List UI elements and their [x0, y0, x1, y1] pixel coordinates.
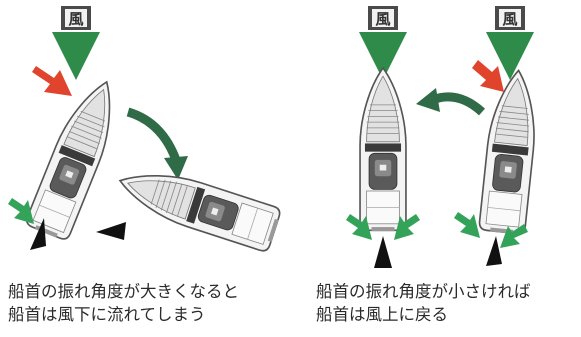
caption-left-line-2: 船首は風下に流れてしまう — [8, 305, 206, 324]
wind-arrow-icon — [52, 32, 100, 80]
wind-indicator-right-2: 風 — [486, 6, 534, 80]
propeller-icon — [374, 236, 392, 268]
caption-right-line-1: 船首の振れ角度が小さければ — [316, 282, 531, 301]
wind-arrow-icon — [359, 32, 407, 80]
caption-left: 船首の振れ角度が大きくなると 船首は風下に流れてしまう — [8, 280, 239, 326]
wind-box-inner — [499, 9, 521, 27]
drift-arrowhead-icon — [164, 156, 188, 180]
wind-label-right-1: 風 — [375, 10, 390, 28]
boat-straight-icon — [359, 67, 407, 232]
propeller-icon — [486, 236, 502, 266]
stern-arrow-right-icon — [500, 224, 528, 248]
stern-arrow-left-icon — [346, 214, 372, 240]
bow-force-arrow-icon — [32, 66, 72, 96]
bow-force-arrow-icon — [472, 60, 504, 92]
caption-right: 船首の振れ角度が小さければ 船首は風上に戻る — [316, 280, 531, 326]
wind-label-left: 風 — [68, 10, 83, 28]
wind-box-inner — [65, 9, 87, 27]
stern-arrow-left-icon — [454, 212, 480, 238]
caption-right-line-2: 船首は風上に戻る — [316, 305, 448, 324]
boat-tilted-icon — [23, 72, 129, 243]
stern-arrow-right-icon — [394, 214, 420, 240]
wind-indicator-left: 風 — [52, 6, 100, 80]
wind-indicator-right-1: 風 — [359, 6, 407, 80]
return-arrowhead-icon — [416, 88, 440, 112]
propeller-icon — [30, 218, 46, 250]
wind-label-right-2: 風 — [502, 10, 517, 28]
wind-arrow-icon — [486, 32, 534, 80]
stern-arrow-icon — [8, 198, 34, 224]
boat-slight-tilt-icon — [477, 67, 543, 236]
boat-drifted-icon — [112, 158, 284, 254]
drift-arrow-icon — [126, 107, 181, 162]
propeller-drifted-icon — [96, 222, 126, 240]
wind-box-inner — [372, 9, 394, 27]
caption-left-line-1: 船首の振れ角度が大きくなると — [8, 282, 239, 301]
